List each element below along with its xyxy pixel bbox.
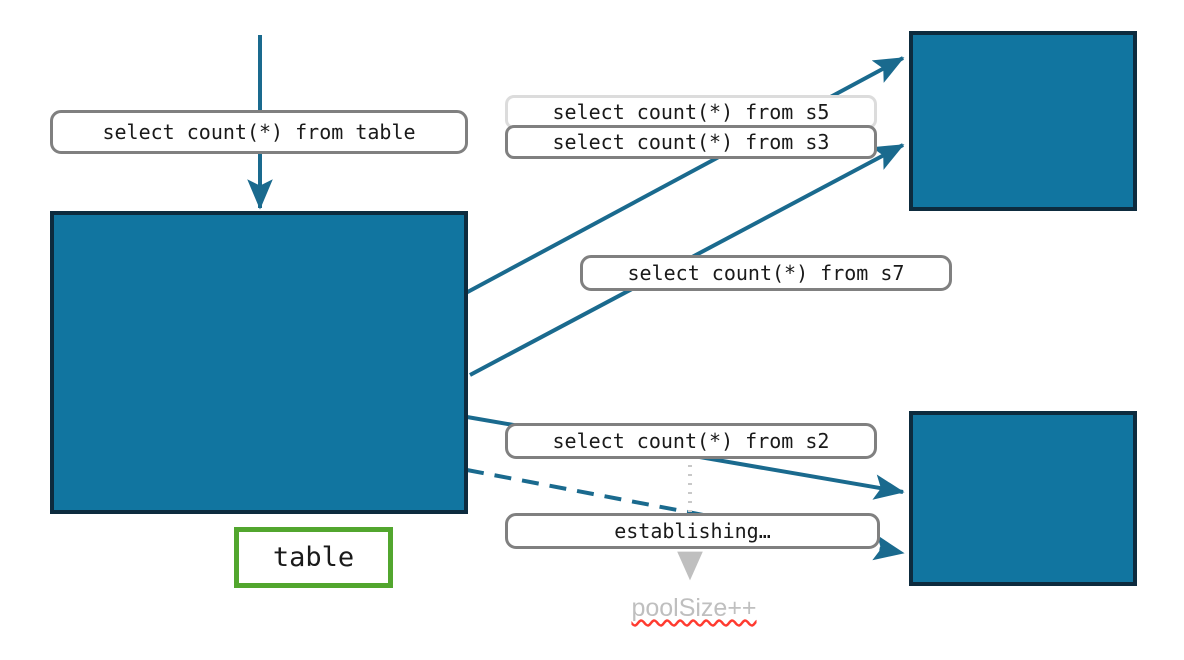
query-label-s2[interactable]: select count(*) from s2 xyxy=(505,423,877,459)
database-box-table[interactable]: table xyxy=(50,211,468,588)
query-label-table[interactable]: select count(*) from table xyxy=(50,110,468,154)
status-label-establishing[interactable]: establishing… xyxy=(505,513,880,549)
query-label-s7[interactable]: select count(*) from s7 xyxy=(580,255,952,291)
query-label-s5[interactable]: select count(*) from s5 xyxy=(505,95,877,129)
annotation-poolsize: poolSize++ xyxy=(631,594,757,622)
node-table[interactable]: table xyxy=(234,527,393,588)
server-group-bottom[interactable]: s2 s6 s4 xyxy=(909,411,1137,586)
query-label-s3[interactable]: select count(*) from s3 xyxy=(505,125,877,159)
server-group-top[interactable]: s1 s3 s5 s7 xyxy=(909,31,1137,211)
